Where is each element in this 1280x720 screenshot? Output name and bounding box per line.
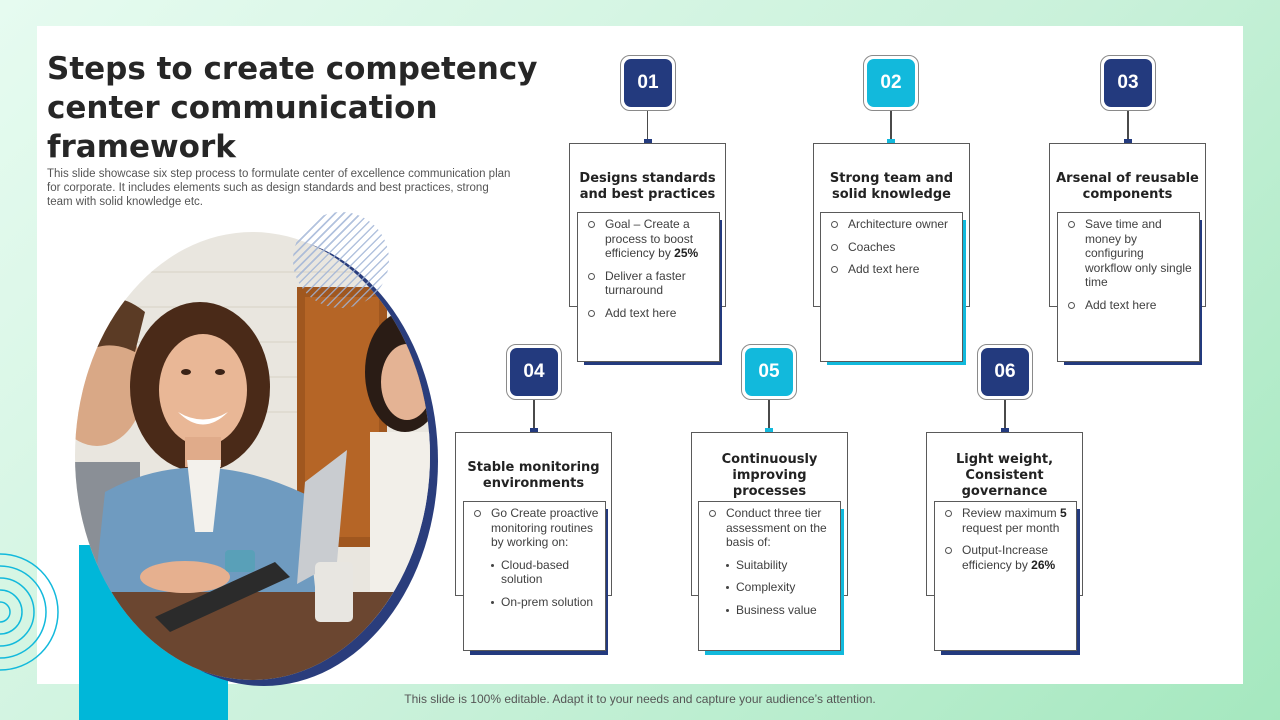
step-06-badge: 06: [977, 344, 1033, 400]
bullet-item: Go Create proactive monitoring routines …: [472, 506, 599, 609]
step-03-badge: 03: [1100, 55, 1156, 111]
step-02-bullet-box: Architecture owner Coaches Add text here: [820, 212, 963, 362]
sub-bullet-item: Complexity: [726, 580, 834, 595]
step-01-title: Designs standards and best practices: [579, 171, 716, 202]
bullet-item: Add text here: [1066, 298, 1193, 313]
bullet-item: Review maximum 5 request per month: [943, 506, 1070, 535]
step-02-number: 02: [867, 59, 915, 107]
concentric-rings-decoration: [0, 553, 59, 671]
team-meeting-photo: [75, 232, 430, 680]
bullet-item: Goal – Create a process to boost efficie…: [586, 217, 713, 261]
step-06-connector: [1004, 400, 1006, 432]
step-04-title: Stable monitoring environments: [467, 460, 600, 491]
step-06-number: 06: [981, 348, 1029, 396]
step-05-badge: 05: [741, 344, 797, 400]
step-04-connector: [533, 400, 535, 432]
slide-subtitle: This slide showcase six step process to …: [47, 168, 511, 208]
step-04-number: 04: [510, 348, 558, 396]
step-01-connector: [646, 111, 648, 143]
step-06-title: Light weight, Consistent governance: [955, 452, 1054, 499]
step-03-number: 03: [1104, 59, 1152, 107]
bullet-item: Save time and money by configuring workf…: [1066, 217, 1193, 290]
bullet-item: Architecture owner: [829, 217, 956, 232]
bullet-item: Conduct three tier assessment on the bas…: [707, 506, 834, 617]
sub-bullet-item: Cloud-based solution: [491, 558, 599, 587]
step-04-badge: 04: [506, 344, 562, 400]
step-01-bullet-box: Goal – Create a process to boost efficie…: [577, 212, 720, 362]
sub-bullet-item: On-prem solution: [491, 595, 599, 610]
step-04-bullet-box: Go Create proactive monitoring routines …: [463, 501, 606, 651]
step-01-badge: 01: [620, 55, 676, 111]
bullet-item: Deliver a faster turnaround: [586, 269, 713, 298]
hatched-circle-decoration: [293, 212, 389, 308]
bullet-item: Add text here: [829, 262, 956, 277]
bullet-item: Output-Increase efficiency by 26%: [943, 543, 1070, 572]
step-02-connector: [890, 111, 892, 143]
step-02-title: Strong team and solid knowledge: [829, 171, 954, 202]
sub-bullet-item: Suitability: [726, 558, 834, 573]
footer-note: This slide is 100% editable. Adapt it to…: [404, 692, 876, 706]
sub-bullet-item: Business value: [726, 603, 834, 618]
step-03-connector: [1127, 111, 1129, 143]
step-05-number: 05: [745, 348, 793, 396]
step-03-title: Arsenal of reusable components: [1056, 171, 1199, 202]
step-05-bullet-box: Conduct three tier assessment on the bas…: [698, 501, 841, 651]
step-05-connector: [768, 400, 770, 432]
bullet-item: Coaches: [829, 240, 956, 255]
step-03-bullet-box: Save time and money by configuring workf…: [1057, 212, 1200, 362]
slide-title: Steps to create competency center commun…: [47, 51, 538, 165]
step-06-bullet-box: Review maximum 5 request per month Outpu…: [934, 501, 1077, 651]
step-05-title: Continuously improving processes: [721, 452, 818, 499]
step-02-badge: 02: [863, 55, 919, 111]
step-01-number: 01: [624, 59, 672, 107]
bullet-item: Add text here: [586, 306, 713, 321]
